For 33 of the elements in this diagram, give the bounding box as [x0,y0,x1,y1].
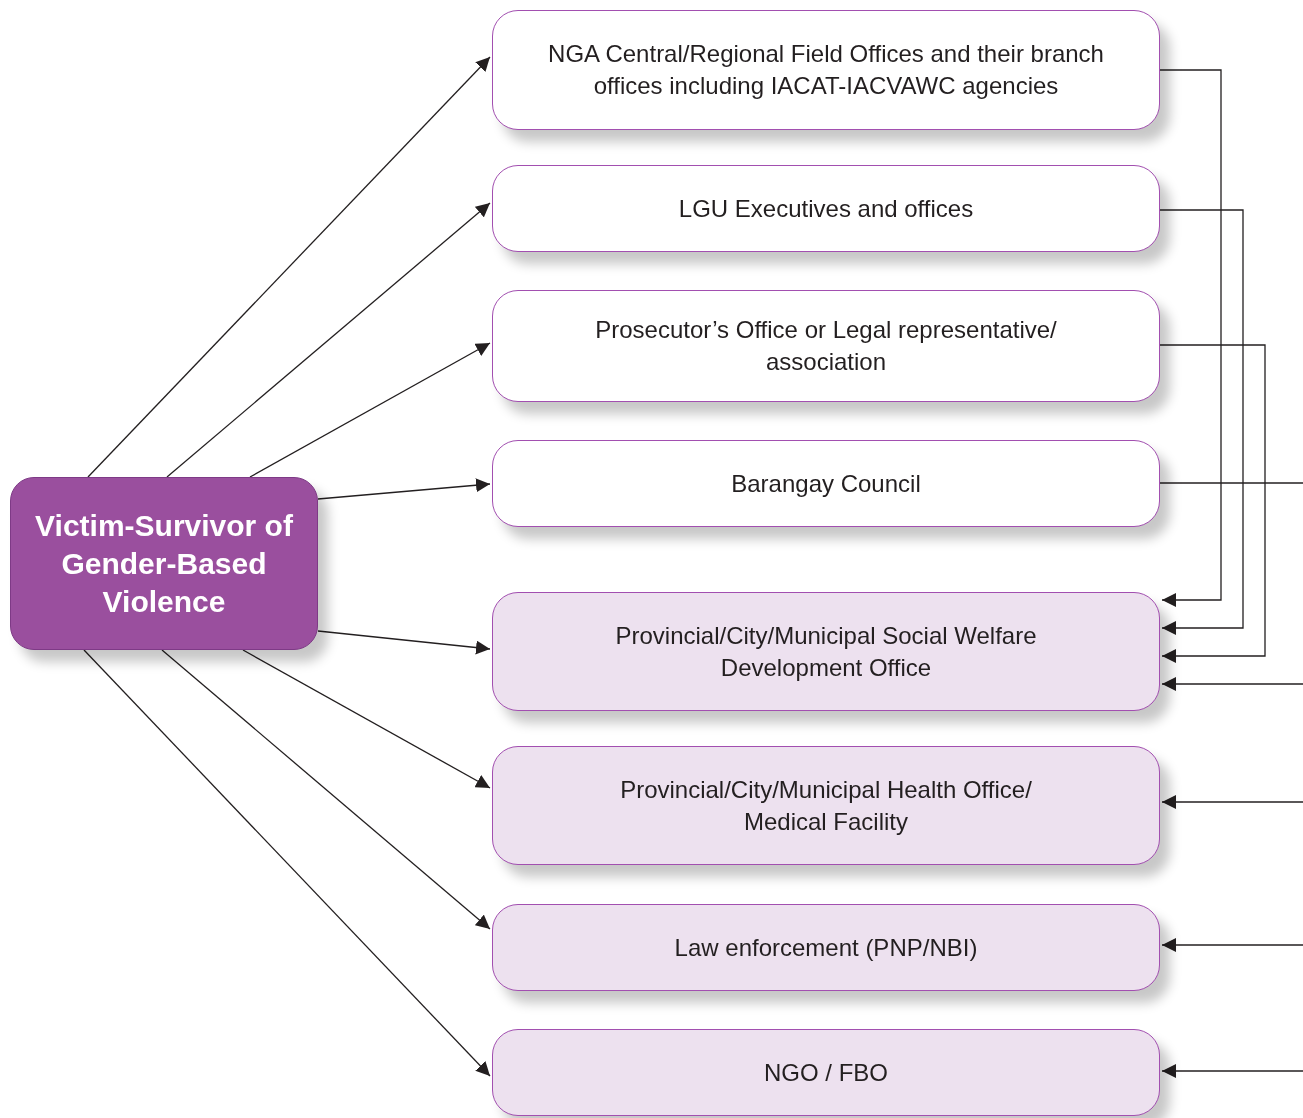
box-label: Victim-Survivor of Gender-Based Violence [34,507,294,620]
arrow [1159,344,1266,663]
box-label: Barangay Council [730,468,922,499]
agency-box [492,290,1160,402]
arrow [87,56,491,478]
box-label: NGA Central/Regional Field Offices and their branch offices including IACAT-IACVAWC agencies [547,39,1105,101]
arrow [1161,938,1303,952]
arrow [1159,209,1244,635]
box-label: Prosecutor’s Office or Legal representative/ association [594,315,1058,377]
arrow [1161,795,1303,809]
box-label: Provincial/City/Municipal Health Office/ Medical Facility [619,774,1033,837]
arrow [161,649,491,930]
arrow [317,630,491,655]
arrow [242,649,491,789]
arrow [249,342,491,478]
box-label: Law enforcement (PNP/NBI) [673,932,979,963]
arrow [1159,69,1222,607]
service-box [492,1029,1160,1116]
arrow [1161,1064,1303,1078]
agency-box [492,10,1160,130]
agency-box [492,165,1160,252]
box-label: Provincial/City/Municipal Social Welfare Development Office [614,620,1038,683]
service-box [492,592,1160,711]
arrow [166,202,491,478]
victim-box [10,477,318,650]
service-box [492,904,1160,991]
box-label: NGO / FBO [763,1057,889,1088]
agency-box [492,440,1160,527]
arrow [1161,677,1303,691]
box-label: LGU Executives and offices [677,193,975,224]
arrow [83,649,491,1077]
arrow [317,478,491,500]
service-box [492,746,1160,865]
